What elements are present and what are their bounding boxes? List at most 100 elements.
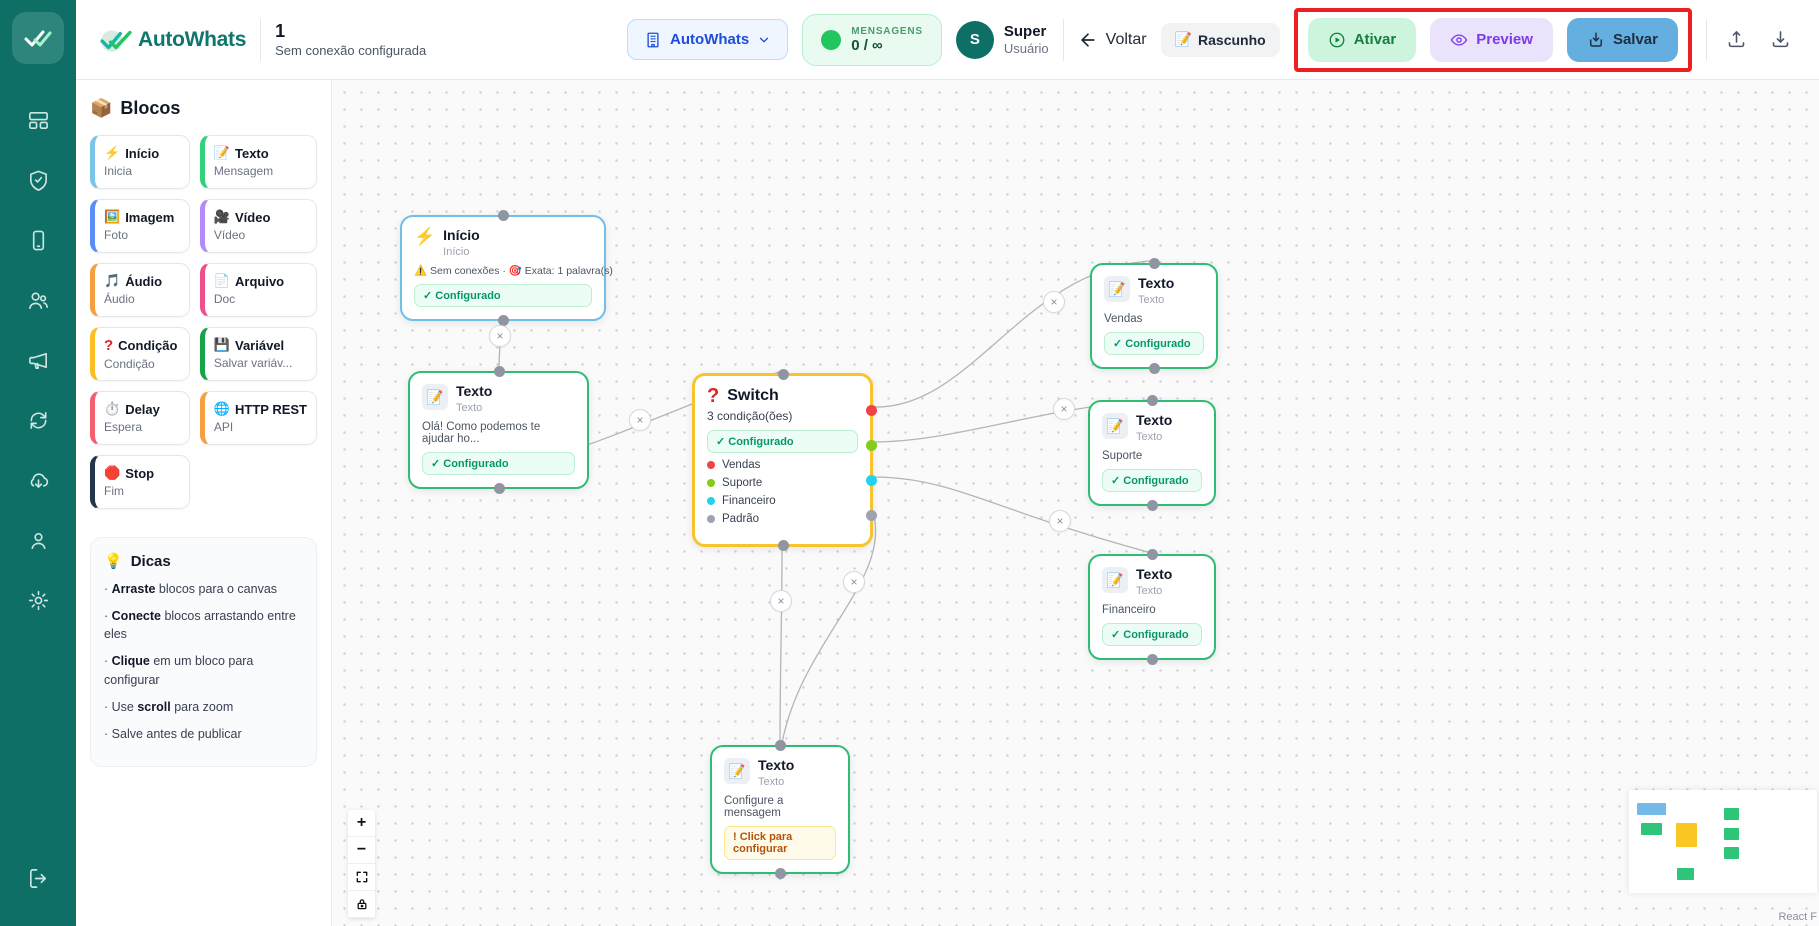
messages-label: MENSAGENS: [851, 25, 923, 37]
node-handle[interactable]: [498, 314, 509, 326]
configured-badge: ✓ Configurado: [1102, 622, 1202, 646]
cloud-download-icon: [30, 472, 48, 488]
rail-item-backup[interactable]: [16, 450, 60, 510]
flow-canvas[interactable]: ⚡ Início Início ⚠️ Sem conexões · 🎯 Exat…: [332, 80, 1819, 926]
memo-icon: 📝: [1102, 413, 1128, 439]
lock-button[interactable]: [348, 891, 375, 918]
blocks-panel-title: 📦 Blocos: [90, 98, 181, 118]
node-handle[interactable]: [493, 366, 505, 377]
node-texto-suporte[interactable]: 📝 Texto Texto Suporte ✓ Configurado: [1088, 395, 1216, 511]
node-handle[interactable]: [777, 540, 789, 551]
node-texto-financeiro[interactable]: 📝 Texto Texto Financeiro ✓ Configurado: [1088, 549, 1216, 665]
node-handle[interactable]: [1147, 395, 1158, 406]
org-selector-button[interactable]: AutoWhats: [627, 19, 789, 60]
tip-item: · Arraste blocos para o canvas: [104, 582, 278, 596]
node-switch[interactable]: ? Switch 3 condição(ões) ✓ Configurado V…: [692, 369, 877, 551]
preview-button[interactable]: Preview: [1430, 17, 1553, 62]
node-handle[interactable]: [1149, 362, 1160, 374]
rail-item-campaigns[interactable]: [16, 330, 60, 390]
minimap-node: [1724, 847, 1739, 859]
condition-row: Padrão: [707, 513, 858, 525]
node-texto-vendas[interactable]: 📝 Texto Texto Vendas ✓ Configurado: [1090, 258, 1218, 374]
block-http-rest[interactable]: 🌐HTTP REST API: [199, 391, 317, 445]
minimap[interactable]: [1629, 790, 1817, 893]
block-inicio[interactable]: ⚡Início Inicia: [90, 135, 190, 189]
node-handle-financeiro[interactable]: [866, 475, 877, 486]
node-handle[interactable]: [777, 369, 789, 380]
movie-camera-icon: 🎥: [213, 209, 230, 224]
minimap-node: [1677, 868, 1694, 880]
zoom-out-button[interactable]: −: [348, 837, 375, 864]
rail-item-sync[interactable]: [16, 390, 60, 450]
rail-item-settings[interactable]: [16, 570, 60, 630]
edge-delete-button[interactable]: ×: [489, 325, 511, 347]
divider: [1706, 18, 1707, 61]
org-selector-label: AutoWhats: [670, 31, 750, 48]
divider: [1062, 18, 1064, 61]
edge-delete-button[interactable]: ×: [1049, 510, 1071, 532]
fit-view-button[interactable]: [348, 864, 375, 891]
block-arquivo[interactable]: 📄Arquivo Doc: [199, 263, 317, 317]
rail-item-contacts[interactable]: [16, 270, 60, 330]
node-inicio[interactable]: ⚡ Início Início ⚠️ Sem conexões · 🎯 Exat…: [400, 210, 613, 326]
rail-item-profile[interactable]: [16, 510, 60, 570]
play-circle-icon: [1329, 32, 1345, 47]
node-handle[interactable]: [493, 482, 505, 494]
header: AutoWhats 1 Sem conexão configurada Auto…: [76, 0, 1819, 80]
block-condicao[interactable]: ?Condição Condição: [90, 327, 190, 381]
block-audio[interactable]: 🎵Áudio Áudio: [90, 263, 190, 317]
node-handle[interactable]: [1147, 549, 1158, 560]
node-handle[interactable]: [1147, 653, 1158, 665]
node-handle[interactable]: [1149, 258, 1160, 269]
edge-delete-button[interactable]: ×: [770, 590, 792, 612]
save-icon: [1589, 32, 1602, 47]
save-label: Salvar: [1612, 31, 1658, 48]
node-handle[interactable]: [775, 740, 786, 751]
edge-delete-button[interactable]: ×: [1053, 398, 1075, 420]
node-texto-ola[interactable]: 📝 Texto Texto Olá! Como podemos te ajuda…: [408, 366, 589, 494]
block-stop[interactable]: 🛑Stop Fim: [90, 455, 190, 509]
save-button[interactable]: Salvar: [1566, 17, 1678, 62]
node-handle-suporte[interactable]: [866, 440, 877, 451]
node-handle[interactable]: [775, 867, 786, 879]
rail-item-logout[interactable]: [16, 848, 60, 908]
edge-delete-button[interactable]: ×: [1043, 291, 1065, 313]
activate-button[interactable]: Ativar: [1307, 17, 1417, 62]
node-texto-configurar[interactable]: 📝 Texto Texto Configure a mensagem ! Cli…: [710, 740, 850, 879]
app-logo[interactable]: [12, 12, 64, 64]
memo-icon: 📝: [1174, 31, 1193, 47]
node-handle[interactable]: [498, 210, 509, 221]
configured-badge: ✓ Configurado: [707, 430, 858, 453]
block-imagem[interactable]: 🖼️Imagem Foto: [90, 199, 190, 253]
zoom-in-button[interactable]: +: [348, 810, 375, 837]
sync-icon: [29, 411, 47, 429]
rail-item-dashboard[interactable]: [16, 90, 60, 150]
node-handle[interactable]: [1147, 499, 1158, 511]
block-texto[interactable]: 📝Texto Mensagem: [199, 135, 317, 189]
configured-badge: ✓ Configurado: [414, 283, 592, 307]
node-handle-padrao[interactable]: [866, 510, 877, 521]
configured-badge: ✓ Configurado: [1104, 331, 1204, 355]
block-variavel[interactable]: 💾Variável Salvar variáv...: [199, 327, 317, 381]
edge-delete-button[interactable]: ×: [843, 571, 865, 593]
activate-label: Ativar: [1353, 31, 1397, 48]
block-video[interactable]: 🎥Vídeo Vídeo: [199, 199, 317, 253]
condition-dot: [707, 461, 715, 469]
double-check-icon: [24, 30, 52, 47]
rail-item-security[interactable]: [16, 150, 60, 210]
flow-edge: [781, 511, 877, 744]
tip-item: · Conecte blocos arrastando entre eles: [104, 609, 296, 642]
rail-item-devices[interactable]: [16, 210, 60, 270]
globe-icon: 🌐: [213, 401, 230, 416]
draft-label: Rascunho: [1198, 31, 1266, 48]
edge-delete-button[interactable]: ×: [629, 409, 651, 431]
user-chip[interactable]: S Super Usuário: [955, 20, 1049, 59]
block-delay[interactable]: ⏱️Delay Espera: [90, 391, 190, 445]
reactflow-attribution: React F: [1778, 911, 1817, 923]
minimap-node: [1637, 803, 1666, 815]
back-button[interactable]: Voltar: [1078, 30, 1147, 50]
export-button[interactable]: [1721, 25, 1751, 55]
import-button[interactable]: [1765, 25, 1795, 55]
flow-title-block: 1 Sem conexão configurada: [275, 20, 426, 59]
node-handle-vendas[interactable]: [866, 405, 877, 416]
